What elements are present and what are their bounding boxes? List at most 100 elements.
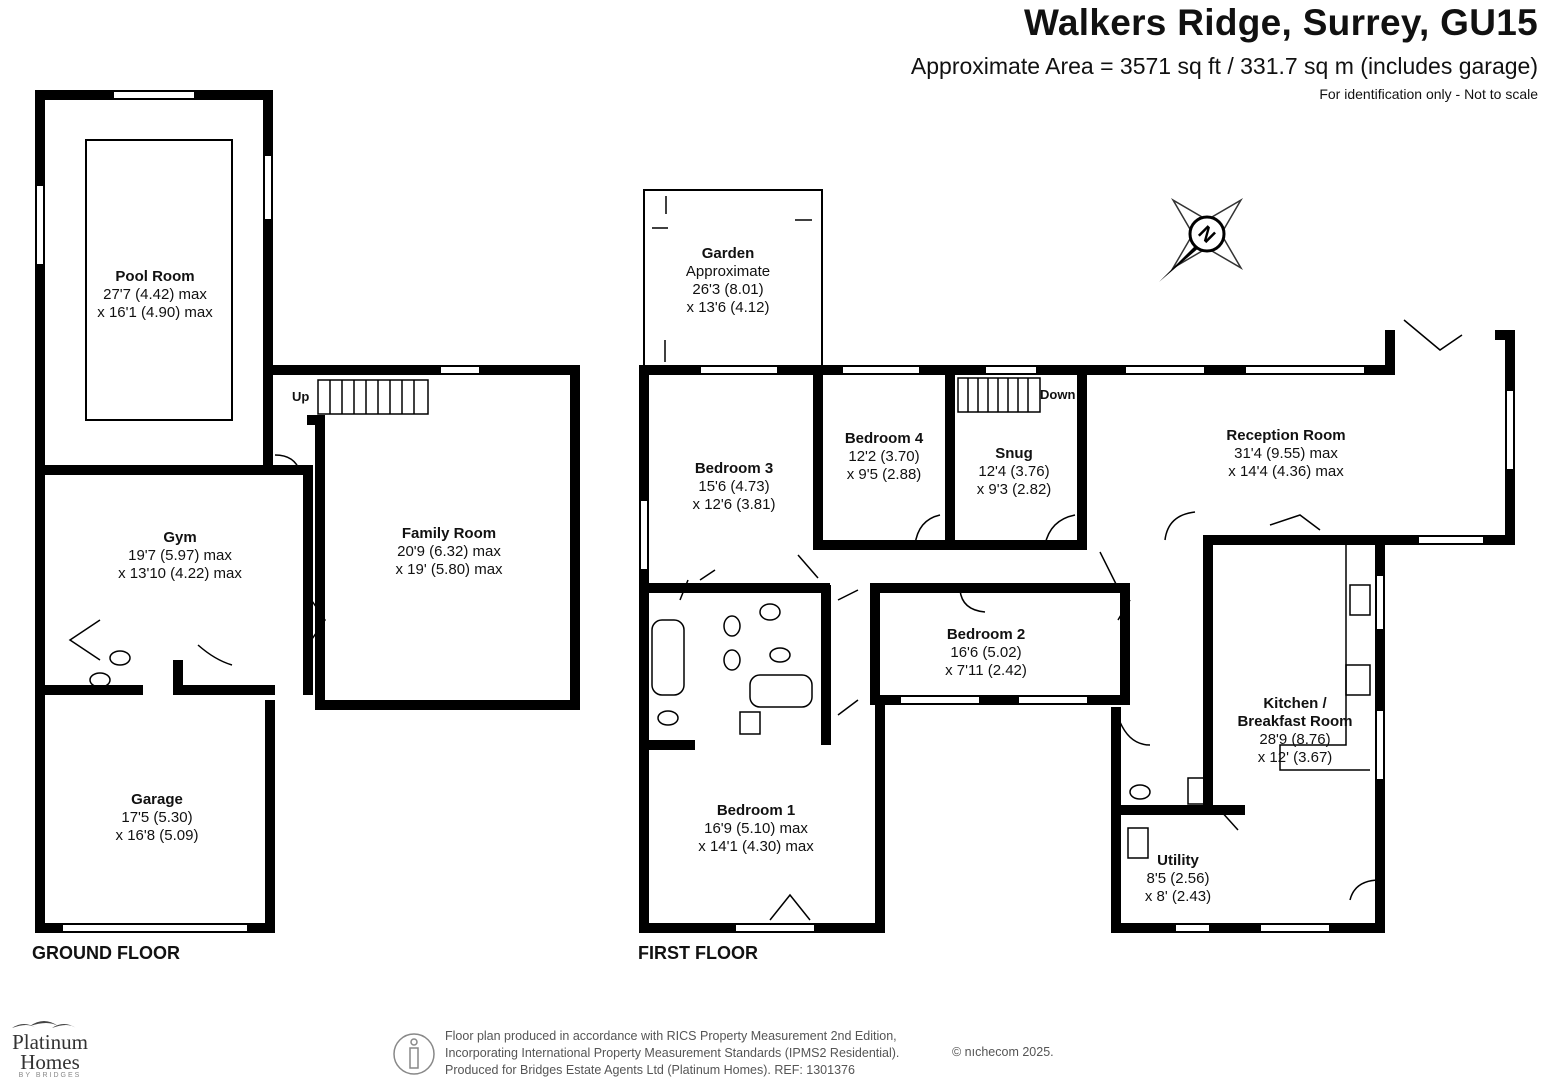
logo-tagline: BY BRIDGES: [18, 1072, 82, 1079]
room-dim: 8'5 (2.56): [1146, 870, 1210, 887]
copyright: © nıchecom 2025.: [952, 1045, 1054, 1059]
room-name: Bedroom 1: [716, 802, 796, 819]
room-dim: 27'7 (4.42) max: [103, 286, 207, 303]
room-dim: x 14'1 (4.30) max: [698, 838, 814, 855]
window: [1375, 709, 1385, 781]
room-bedroom-1: Bedroom 1 16'9 (5.10) max x 14'1 (4.30) …: [698, 802, 813, 856]
room-dim: 26'3 (8.01): [692, 281, 764, 298]
area-subtitle: Approximate Area = 3571 sq ft / 331.7 sq…: [910, 53, 1538, 79]
room-name: Utility: [1157, 852, 1199, 869]
stairs-up-label: Up: [292, 389, 310, 404]
room-name: Pool Room: [115, 268, 195, 285]
room-name: Garage: [131, 791, 183, 808]
garden-outline: [643, 189, 823, 370]
garage-door: [61, 923, 249, 933]
logo-line-1: Platinum: [12, 1030, 88, 1054]
window: [112, 90, 196, 100]
room-dim: 16'6 (5.02): [950, 644, 1022, 661]
stairs-down-label: Down: [1040, 387, 1076, 402]
window: [699, 365, 779, 375]
room-dim: 16'9 (5.10) max: [704, 820, 808, 837]
info-person-icon: [393, 1033, 435, 1075]
room-dim: 19'7 (5.97) max: [128, 547, 232, 564]
room-dim: 31'4 (9.55) max: [1234, 445, 1338, 462]
gym-walls: [35, 465, 313, 695]
page-title: Walkers Ridge, Surrey, GU15: [1024, 2, 1538, 43]
room-dim: 12'4 (3.76): [978, 463, 1050, 480]
room-dim: 17'5 (5.30): [121, 809, 193, 826]
window: [1017, 695, 1089, 705]
window: [35, 184, 45, 266]
window: [639, 499, 649, 571]
window: [1375, 574, 1385, 631]
room-dim: x 12' (3.67): [1257, 749, 1333, 766]
window: [1124, 365, 1206, 375]
first-floor-label: FIRST FLOOR: [638, 943, 758, 963]
room-name: Reception Room: [1226, 427, 1346, 444]
room-dim: x 13'10 (4.22) max: [118, 565, 242, 582]
room-garage: Garage 17'5 (5.30) x 16'8 (5.09): [116, 791, 199, 845]
window: [899, 695, 981, 705]
first-stairs: [957, 377, 1041, 413]
footer-line: Produced for Bridges Estate Agents Ltd (…: [445, 1063, 855, 1077]
compass-icon: N: [1159, 197, 1244, 282]
window: [439, 365, 481, 375]
window: [841, 365, 921, 375]
room-name: Bedroom 4: [844, 430, 924, 447]
room-dim: x 13'6 (4.12): [686, 299, 770, 316]
door-swings: [68, 319, 1463, 921]
room-dim: Approximate: [685, 263, 771, 280]
bathroom-fixtures: [89, 540, 1371, 859]
room-dim: x 14'4 (4.36) max: [1228, 463, 1344, 480]
room-name: Garden: [701, 245, 755, 262]
room-dim: x 16'1 (4.90) max: [97, 304, 213, 321]
logo-line-2: Homes: [20, 1050, 80, 1074]
room-dim: x 8' (2.43): [1144, 888, 1212, 905]
room-name: Snug: [995, 445, 1033, 462]
room-name: Kitchen /: [1263, 695, 1327, 712]
room-utility: Utility 8'5 (2.56) x 8' (2.43): [1145, 852, 1211, 906]
ground-floor-label: GROUND FLOOR: [32, 943, 180, 963]
room-dim: x 7'11 (2.42): [945, 662, 1027, 679]
room-bedroom-3: Bedroom 3 15'6 (4.73) x 12'6 (3.81): [693, 460, 776, 514]
footer-line: Floor plan produced in accordance with R…: [445, 1029, 897, 1043]
room-name: Bedroom 2: [946, 626, 1026, 643]
footer-line: Incorporating International Property Mea…: [445, 1046, 900, 1060]
window: [984, 365, 1038, 375]
room-dim: x 16'8 (5.09): [115, 827, 199, 844]
room-dim: x 9'5 (2.88): [846, 466, 922, 483]
room-gym: Gym 19'7 (5.97) max x 13'10 (4.22) max: [118, 529, 242, 583]
room-bedroom-4: Bedroom 4 12'2 (3.70) x 9'5 (2.88): [845, 430, 923, 484]
room-dim: 12'2 (3.70): [848, 448, 920, 465]
window: [734, 923, 816, 933]
ground-stairs: [317, 379, 429, 415]
room-reception: Reception Room 31'4 (9.55) max x 14'4 (4…: [1226, 427, 1345, 481]
window: [1505, 389, 1515, 471]
window: [1417, 535, 1485, 545]
logo: Platinum Homes BY BRIDGES: [2, 1018, 98, 1080]
swimming-pool: [85, 139, 233, 421]
room-dim: x 12'6 (3.81): [692, 496, 776, 513]
room-kitchen: Kitchen / Breakfast Room 28'9 (8.76) x 1…: [1237, 695, 1352, 767]
family-room-walls: [265, 365, 580, 710]
room-name-2: Breakfast Room: [1237, 713, 1353, 730]
window: [1174, 923, 1211, 933]
room-pool: Pool Room 27'7 (4.42) max x 16'1 (4.90) …: [97, 268, 212, 322]
room-name: Bedroom 3: [694, 460, 774, 477]
room-dim: 28'9 (8.76): [1259, 731, 1331, 748]
room-dim: x 9'3 (2.82): [976, 481, 1052, 498]
window: [1244, 365, 1366, 375]
room-dim: 15'6 (4.73): [698, 478, 770, 495]
footer-text: Floor plan produced in accordance with R…: [445, 1028, 899, 1079]
room-name: Gym: [163, 529, 197, 546]
room-snug: Snug 12'4 (3.76) x 9'3 (2.82): [977, 445, 1052, 499]
room-bedroom-2: Bedroom 2 16'6 (5.02) x 7'11 (2.42): [945, 626, 1027, 680]
room-dim: 20'9 (6.32) max: [397, 543, 501, 560]
room-dim: x 19' (5.80) max: [395, 561, 503, 578]
scale-note: For identification only - Not to scale: [1319, 86, 1538, 102]
logo-waves-icon: [12, 1021, 76, 1028]
window: [263, 154, 273, 221]
room-name: Family Room: [401, 525, 497, 542]
window: [1259, 923, 1331, 933]
